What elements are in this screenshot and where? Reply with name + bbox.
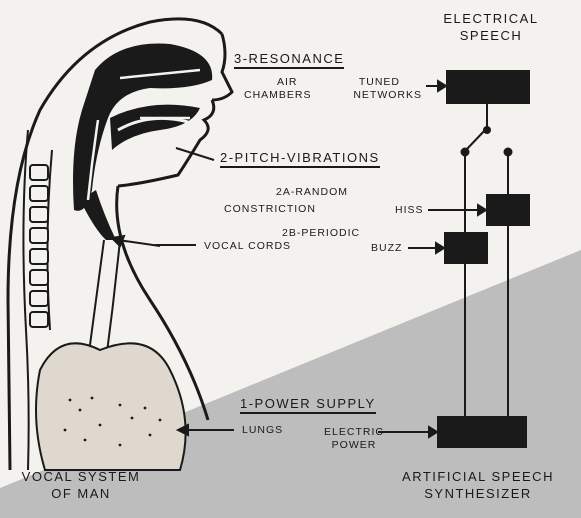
stage-pitch-text: 2-PITCH-VIBRATIONS bbox=[220, 150, 380, 168]
spine-vertebrae bbox=[30, 165, 48, 327]
air-chambers-line2: CHAMBERS bbox=[244, 89, 312, 102]
tuned-networks-line2: NETWORKS bbox=[330, 89, 422, 102]
trachea bbox=[88, 240, 104, 360]
stage-resonance-text: 3-RESONANCE bbox=[234, 51, 344, 69]
stage-power-label: 1-POWER SUPPLY bbox=[240, 396, 376, 412]
hiss-generator-box bbox=[486, 194, 530, 226]
stage-resonance-label: 3-RESONANCE bbox=[234, 51, 344, 67]
buzz-generator-box bbox=[444, 232, 488, 264]
vocal-system-line2: OF MAN bbox=[6, 485, 156, 502]
throat bbox=[80, 190, 116, 240]
tuned-networks-box bbox=[446, 70, 530, 104]
electric-power-box bbox=[437, 416, 527, 448]
stage-power-text: 1-POWER SUPPLY bbox=[240, 396, 376, 414]
electric-power-line1: ELECTRIC bbox=[318, 426, 390, 439]
air-chambers-line1: AIR bbox=[244, 76, 312, 89]
constriction-title: 2A-RANDOM bbox=[224, 186, 348, 199]
constriction-text: CONSTRICTION bbox=[224, 203, 348, 216]
selector-switch bbox=[462, 104, 512, 156]
constriction-label: 2A-RANDOM CONSTRICTION bbox=[224, 186, 348, 216]
vocal-cords-label: 2B-PERIODIC VOCAL CORDS bbox=[204, 227, 360, 253]
lungs-label: LUNGS bbox=[242, 424, 283, 437]
synthesizer-caption: ARTIFICIAL SPEECH SYNTHESIZER bbox=[380, 468, 576, 502]
tuned-networks-label: TUNED NETWORKS bbox=[330, 76, 422, 102]
electric-power-label: ELECTRIC POWER bbox=[318, 426, 390, 452]
electrical-speech-line1: ELECTRICAL bbox=[418, 10, 564, 27]
hiss-label: HISS bbox=[395, 204, 424, 217]
air-chambers-label: AIR CHAMBERS bbox=[244, 76, 312, 102]
synthesizer-line1: ARTIFICIAL SPEECH bbox=[380, 468, 576, 485]
electrical-speech-label: ELECTRICAL SPEECH bbox=[418, 10, 564, 44]
trachea-wall bbox=[106, 240, 120, 360]
vocal-system-caption: VOCAL SYSTEM OF MAN bbox=[6, 468, 156, 502]
tuned-networks-line1: TUNED bbox=[330, 76, 422, 89]
stage-pitch-label: 2-PITCH-VIBRATIONS bbox=[220, 150, 380, 166]
vocal-cords-text: VOCAL CORDS bbox=[204, 240, 360, 253]
synthesizer-line2: SYNTHESIZER bbox=[380, 485, 576, 502]
buzz-label: BUZZ bbox=[371, 242, 402, 255]
vocal-cords-title: 2B-PERIODIC bbox=[204, 227, 360, 240]
lungs-outline bbox=[36, 343, 186, 470]
electric-power-line2: POWER bbox=[318, 439, 390, 452]
vocal-system-line1: VOCAL SYSTEM bbox=[6, 468, 156, 485]
electrical-speech-line2: SPEECH bbox=[418, 27, 564, 44]
